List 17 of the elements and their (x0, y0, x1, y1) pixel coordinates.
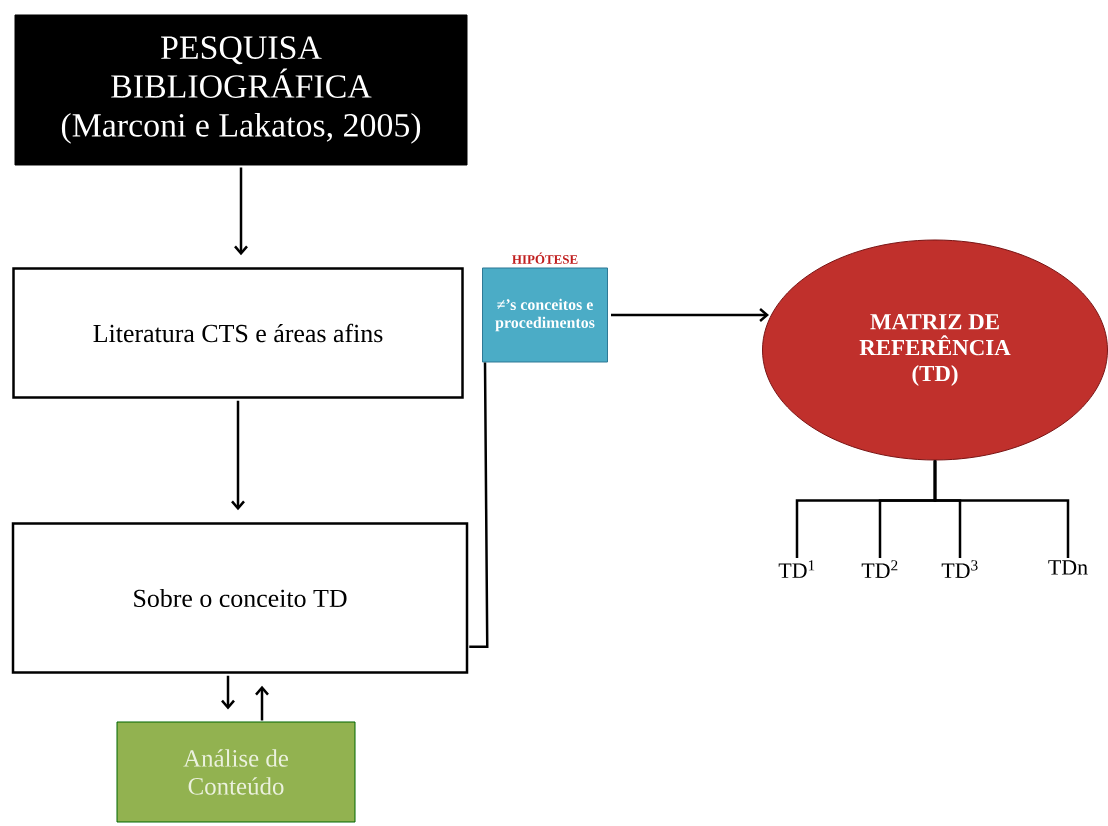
arrow (234, 167, 248, 256)
arrow (221, 675, 235, 710)
process-box: Literatura CTS e áreas afins (12, 267, 464, 399)
process-box: Análise de Conteúdo (116, 721, 356, 823)
arrow (231, 400, 245, 511)
process-box: Sobre o conceito TD (11, 522, 469, 674)
tree-label: TD$^{3}$ (941, 560, 978, 578)
heading-label: HIPÓTESE (512, 252, 578, 264)
title-box: PESQUISA BIBLIOGRÁFICA (Marconi e Lakatos, 2005) (14, 14, 468, 166)
tree-label: TDn (1048, 560, 1088, 575)
connector-line (469, 362, 489, 648)
arrow (611, 308, 769, 322)
tree-label: TD$^{2}$ (861, 560, 898, 578)
arrow (255, 685, 269, 721)
connector-line (933, 460, 1070, 558)
hypothesis-box: ≠’s conceitos e procedimentos (482, 267, 608, 363)
tree-label: TD$^{1}$ (778, 560, 815, 578)
